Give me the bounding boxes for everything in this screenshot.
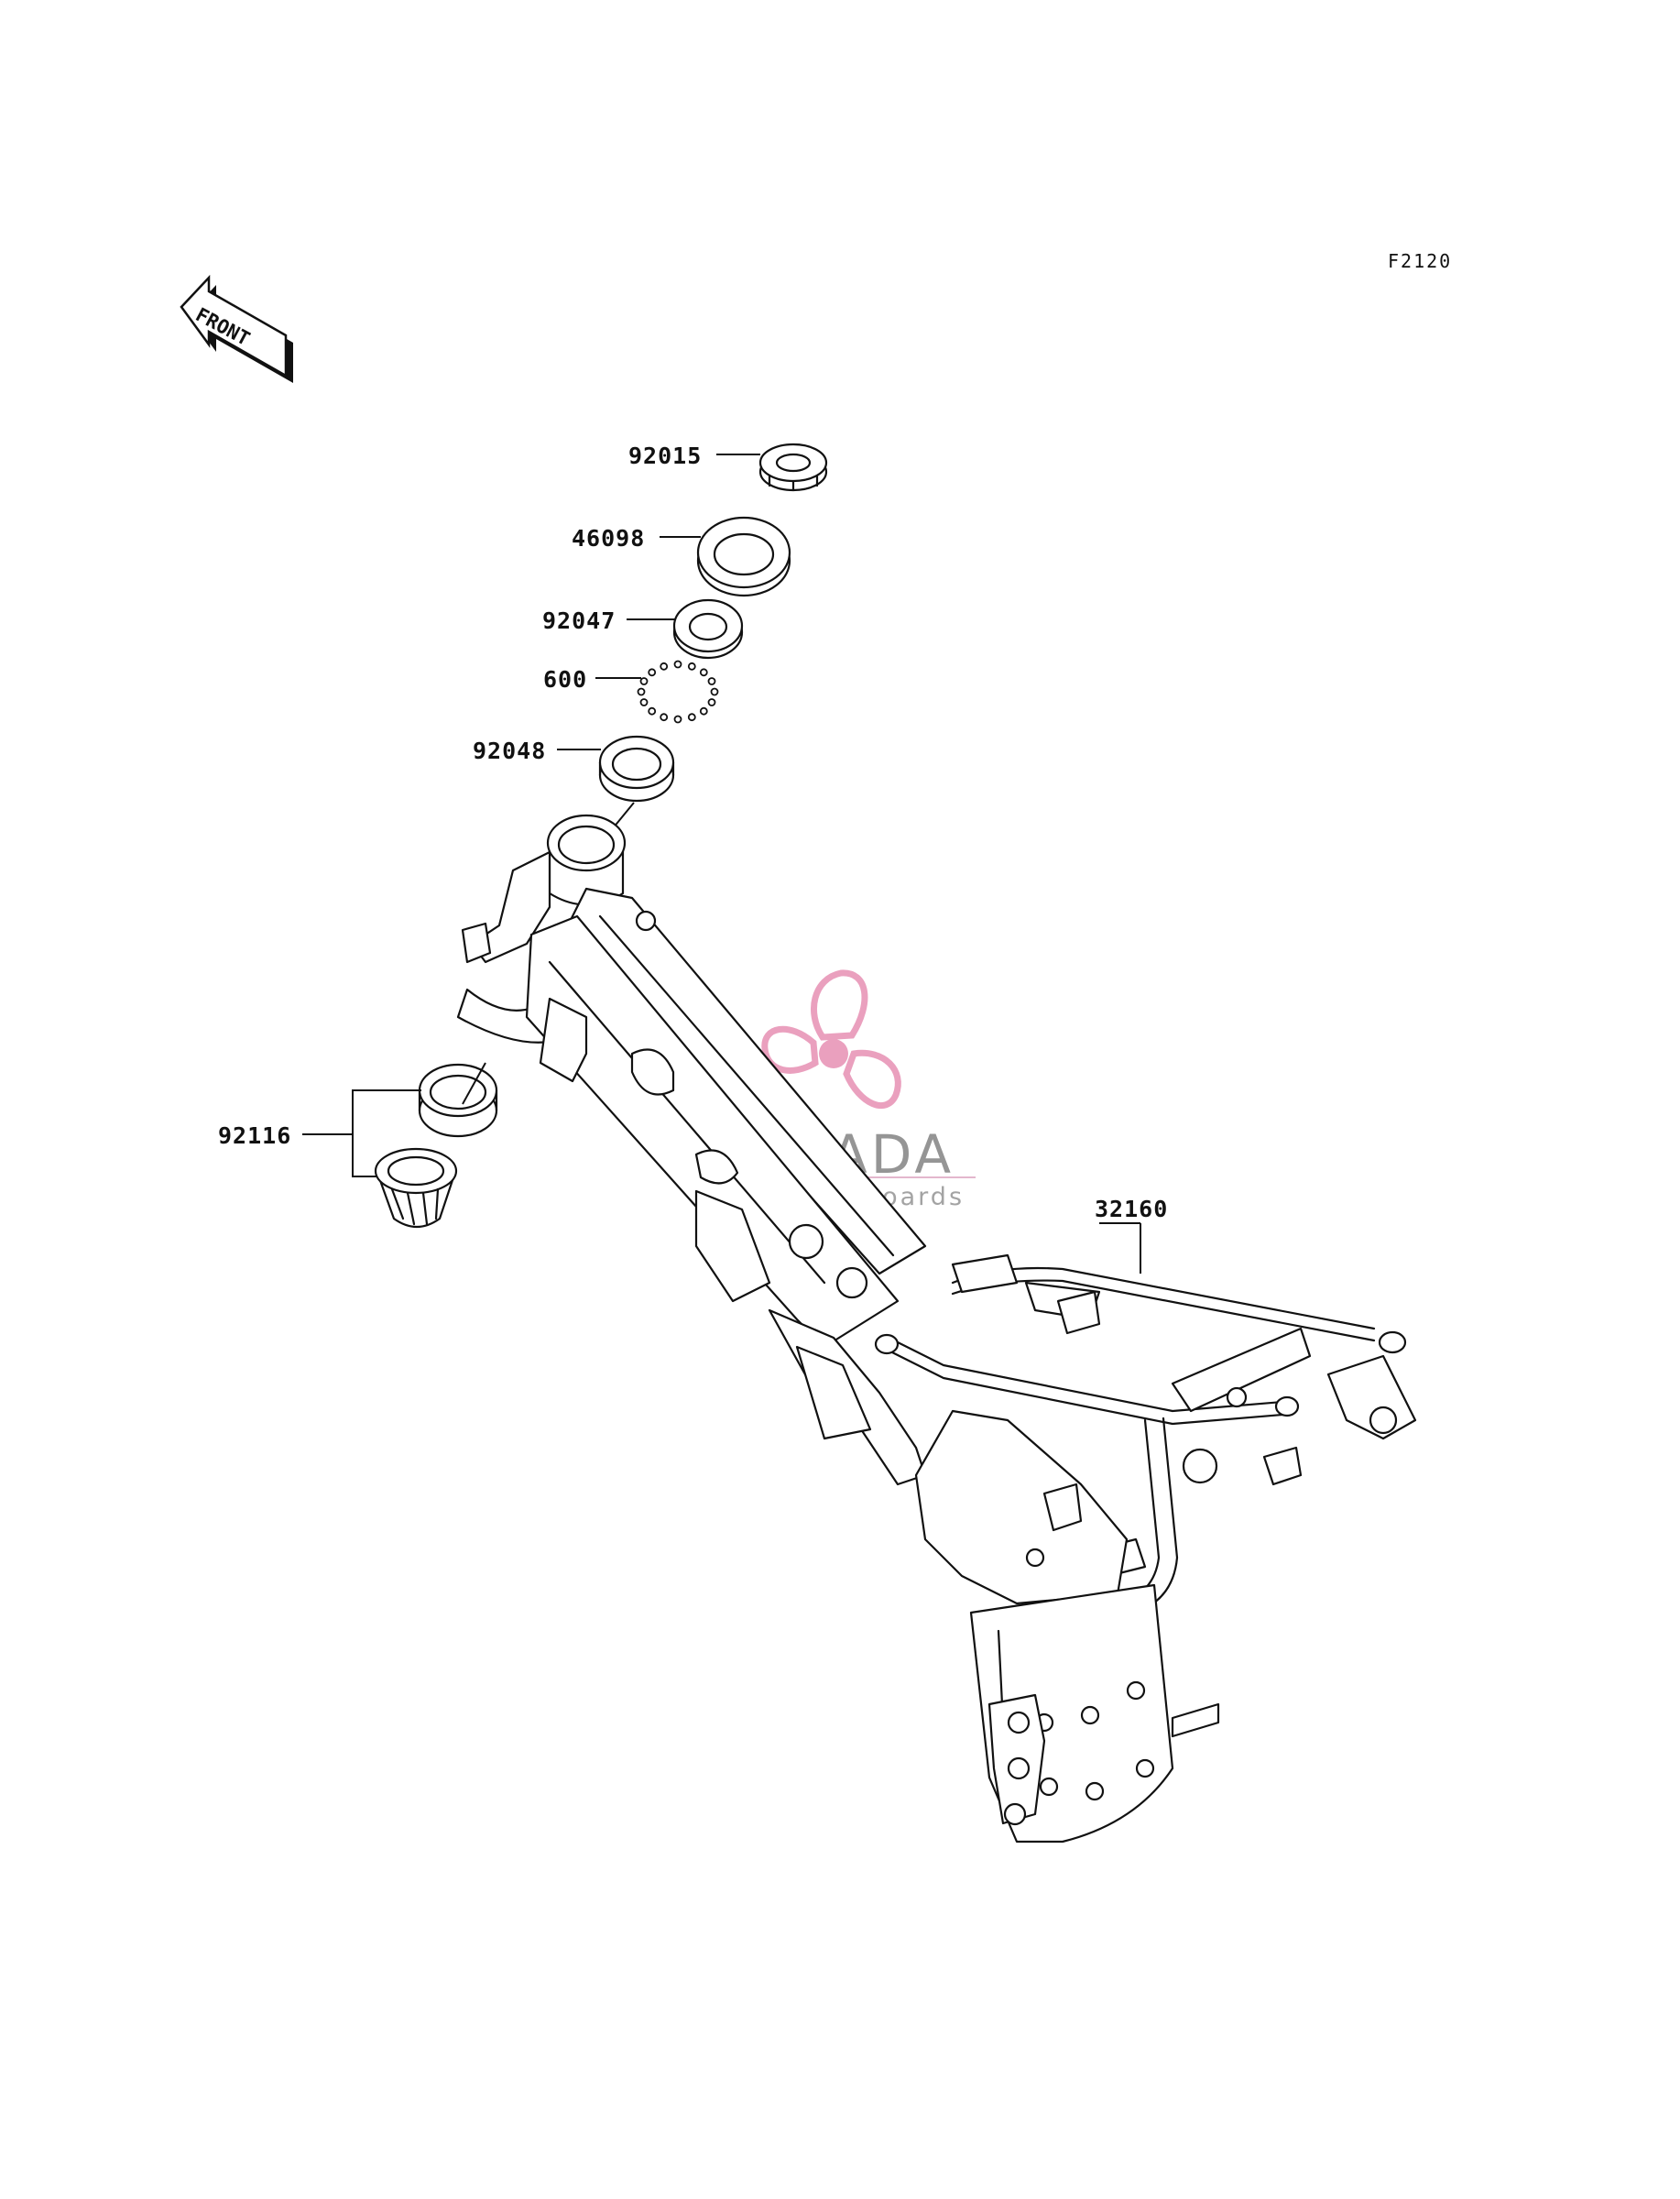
part-92047-race xyxy=(672,598,744,660)
steel-ball xyxy=(699,668,708,677)
part-92116-lower-race xyxy=(418,1063,498,1138)
label-92015: 92015 xyxy=(628,443,702,469)
label-32160: 32160 xyxy=(1095,1196,1168,1222)
part-32160-frame xyxy=(456,814,1417,1843)
steel-ball xyxy=(710,687,719,696)
part-92015-nut xyxy=(758,443,828,492)
steel-ball xyxy=(660,713,669,722)
label-92116: 92116 xyxy=(218,1122,291,1149)
steel-ball xyxy=(648,706,657,716)
label-92047: 92047 xyxy=(542,607,616,634)
part-600-balls xyxy=(637,660,719,724)
steel-ball xyxy=(707,698,716,706)
label-92048: 92048 xyxy=(473,738,546,764)
steel-ball xyxy=(637,687,646,696)
part-92048-cup xyxy=(598,735,675,803)
steel-ball xyxy=(648,668,657,677)
steel-ball xyxy=(707,677,716,685)
steel-ball xyxy=(639,698,649,706)
diagram-reference-code: F2120 xyxy=(1388,250,1452,272)
steel-ball xyxy=(673,715,682,724)
part-92116-tapered-bearing xyxy=(374,1147,458,1229)
front-arrow-icon: FRONT xyxy=(180,274,293,383)
label-600: 600 xyxy=(543,666,587,693)
steel-ball xyxy=(699,706,708,716)
steel-ball xyxy=(687,713,696,722)
propeller-icon xyxy=(761,969,901,1109)
steel-ball xyxy=(687,662,696,671)
steel-ball xyxy=(639,677,649,685)
label-46098: 46098 xyxy=(572,525,645,552)
part-46098-cap xyxy=(696,516,791,597)
steel-ball xyxy=(660,662,669,671)
steel-ball xyxy=(673,660,682,669)
